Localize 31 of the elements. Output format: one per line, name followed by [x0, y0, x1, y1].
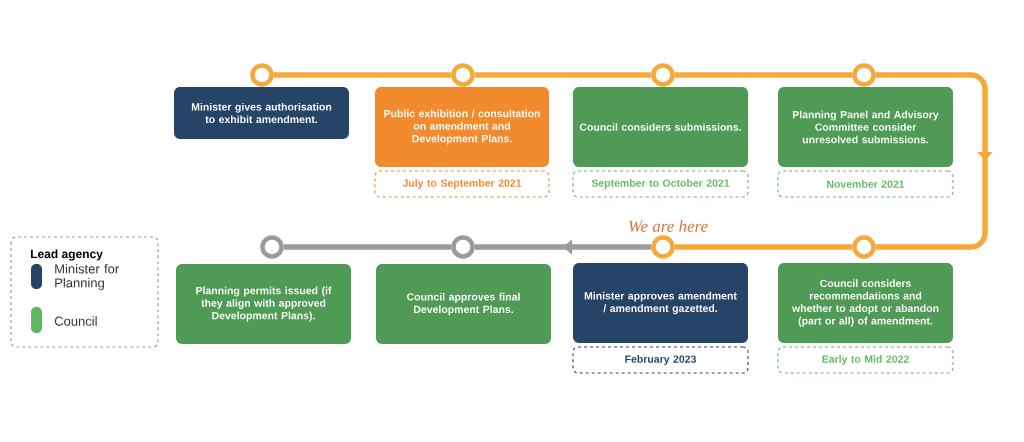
- legend-label: Council: [54, 316, 97, 326]
- step-box: Minister approves amendment / amendment gazetted.: [573, 263, 748, 343]
- step-box: Council approves final Development Plans.: [376, 264, 551, 344]
- timeline-circle: [852, 235, 876, 259]
- timeline-circle: [451, 63, 475, 87]
- step-box: Council considers recommendations and whether to adopt or abandon (part or all) of amendment.: [778, 263, 953, 343]
- timeline-connector: [674, 244, 853, 250]
- step-box: Minister gives authorisation to exhibit amendment.: [174, 87, 349, 139]
- step-box: Planning permits issued (if they align with approved Development Plans).: [176, 264, 351, 344]
- here-note: We are here: [629, 219, 708, 232]
- timeline-circle: [451, 235, 475, 259]
- timeline-connector: [674, 72, 853, 78]
- timeline-circle: [250, 63, 274, 87]
- timeline-circle: [651, 63, 675, 87]
- timeline-connector: [474, 72, 652, 78]
- date-box: February 2023: [572, 346, 749, 374]
- legend-title: Lead agency: [31, 249, 103, 261]
- timeline-connector: [283, 244, 452, 250]
- date-box: September to October 2021: [572, 170, 749, 198]
- date-box: November 2021: [777, 170, 954, 198]
- step-box: Planning Panel and Advisory Committee consider unresolved submissions.: [778, 87, 953, 167]
- timeline-circle: [852, 63, 876, 87]
- date-box: Early to Mid 2022: [777, 346, 954, 374]
- timeline-circle: [260, 235, 284, 259]
- step-box: Council considers submissions.: [573, 87, 748, 167]
- legend-label: Minister for Planning: [55, 263, 119, 291]
- date-box: July to September 2021: [374, 170, 550, 198]
- timeline-circle: [651, 235, 675, 259]
- timeline-connector: [273, 72, 452, 78]
- step-box: Public exhibition / consultation on amendment and Development Plans.: [375, 87, 549, 167]
- timeline-connector: [875, 72, 993, 250]
